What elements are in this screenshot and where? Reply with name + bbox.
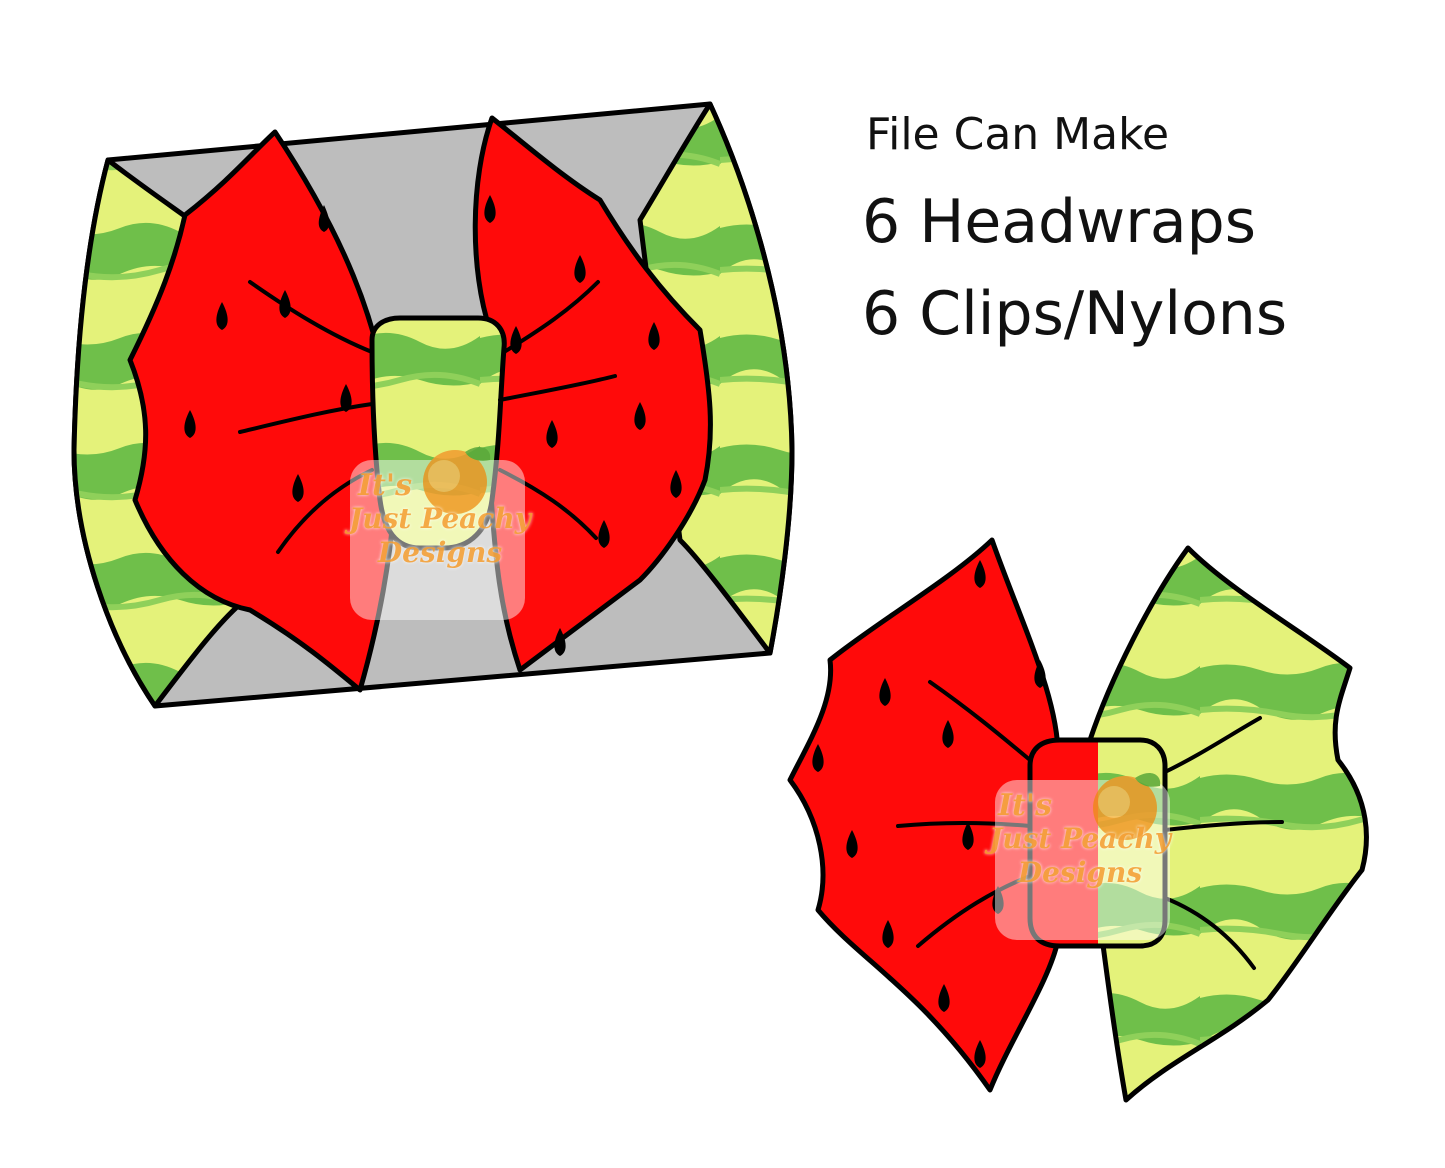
watermelon-seed-icon bbox=[879, 678, 891, 706]
watermelon-seed-icon bbox=[846, 830, 858, 858]
watermelon-seed-icon bbox=[340, 384, 352, 412]
watermelon-seed-icon bbox=[598, 520, 610, 548]
watermark-line-2: Just Peachy bbox=[349, 502, 531, 535]
watermelon-seed-icon bbox=[216, 302, 228, 330]
watermelon-seed-icon bbox=[554, 628, 566, 656]
headwrap-bow-illustration bbox=[71, 101, 795, 709]
watermark-line-1: It's bbox=[998, 788, 1052, 823]
watermelon-seed-icon bbox=[279, 290, 291, 318]
watermelon-seed-icon bbox=[1034, 660, 1046, 688]
file-info-text: File Can Make 6 Headwraps 6 Clips/Nylons bbox=[862, 108, 1287, 354]
watermelon-seed-icon bbox=[938, 984, 950, 1012]
headwrap-left-loop bbox=[127, 129, 398, 693]
watermelon-seed-icon bbox=[574, 255, 586, 283]
watermark-line-3: Designs bbox=[377, 536, 503, 569]
peach-icon bbox=[423, 446, 491, 514]
watermark-line-3: Designs bbox=[1017, 856, 1143, 889]
watermelon-seed-icon bbox=[546, 420, 558, 448]
watermelon-seed-icon bbox=[318, 205, 330, 232]
file-info-heading: File Can Make bbox=[866, 109, 1170, 160]
watermelon-seed-icon bbox=[648, 322, 660, 350]
watermelon-seed-icon bbox=[974, 560, 986, 588]
watermelon-seed-icon bbox=[634, 402, 646, 430]
watermelon-seed-icon bbox=[812, 744, 824, 772]
watermelon-seed-icon bbox=[992, 886, 1004, 914]
watermark-line-1: It's bbox=[358, 468, 412, 503]
watermelon-seed-icon bbox=[962, 822, 974, 850]
watermark-line-2: Just Peachy bbox=[989, 822, 1171, 855]
watermelon-seed-icon bbox=[670, 470, 682, 498]
headwrap-right-loop bbox=[472, 115, 713, 673]
clip-left-loop bbox=[787, 537, 1061, 1093]
watermelon-seed-icon bbox=[974, 1040, 986, 1068]
headwrap-seeds bbox=[184, 195, 682, 656]
watermark-logo-headwrap bbox=[350, 446, 525, 620]
watermelon-seed-icon bbox=[942, 720, 954, 748]
watermelon-seed-icon bbox=[292, 474, 304, 502]
peach-icon bbox=[1093, 772, 1161, 840]
watermark-logo-clip bbox=[995, 772, 1170, 940]
watermelon-seed-icon bbox=[882, 920, 894, 948]
watermark-text-clip: It's Just Peachy Designs bbox=[980, 790, 1180, 890]
headwraps-count: 6 Headwraps bbox=[862, 187, 1256, 257]
watermelon-seed-icon bbox=[510, 326, 522, 354]
watermark-text-headwrap: It's Just Peachy Designs bbox=[340, 470, 540, 570]
clips-count: 6 Clips/Nylons bbox=[862, 279, 1288, 349]
watermelon-seed-icon bbox=[184, 410, 196, 438]
clip-fold-lines bbox=[896, 680, 1284, 970]
clip-seeds bbox=[812, 560, 1046, 1068]
watermelon-seed-icon bbox=[484, 195, 496, 223]
